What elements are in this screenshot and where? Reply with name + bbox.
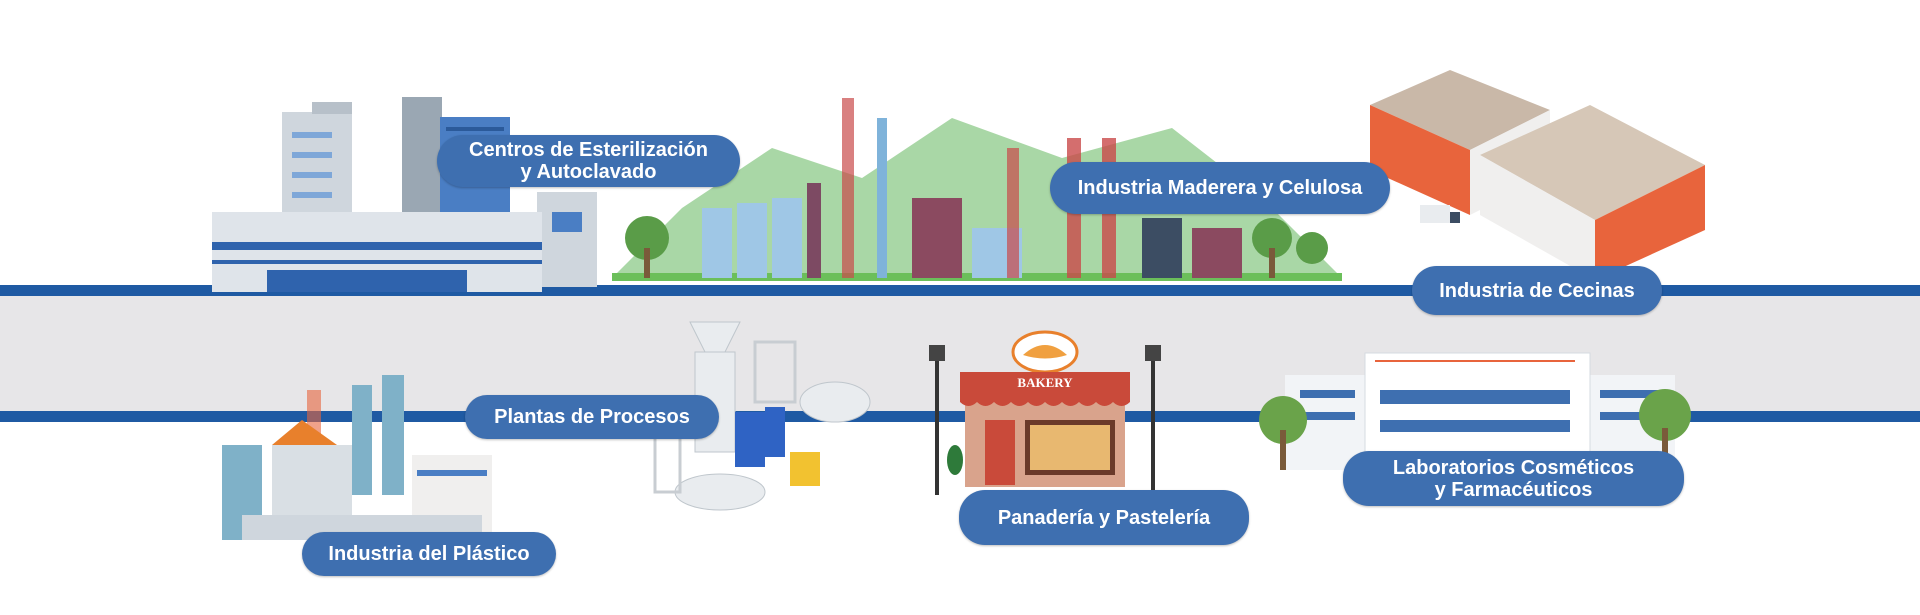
pill-panaderia[interactable]: Panadería y Pastelería [959,490,1249,545]
pill-laboratorios-line1: Laboratorios Cosméticos [1392,456,1635,479]
cecinas-factory-illustration [1370,70,1705,280]
pill-esterilizacion-line2: y Autoclavado [520,161,657,183]
bakery-illustration: BAKERY [929,330,1161,495]
pill-cecinas-label: Industria de Cecinas [1439,279,1635,302]
pill-procesos[interactable]: Plantas de Procesos [465,395,719,439]
lower-blue-rail [0,411,1920,422]
pill-procesos-label: Plantas de Procesos [494,406,690,428]
pill-plastico-label: Industria del Plástico [328,543,530,565]
pill-cecinas[interactable]: Industria de Cecinas [1412,266,1662,315]
sterilization-building-illustration [212,97,597,292]
pill-plastico[interactable]: Industria del Plástico [302,532,556,576]
pill-maderera[interactable]: Industria Maderera y Celulosa [1050,162,1390,214]
pill-esterilizacion-line1: Centros de Esterilización [469,139,708,161]
laboratory-illustration [1259,352,1691,471]
bakery-sign-text: BAKERY [1017,375,1073,390]
upper-blue-rail [0,285,1920,296]
plastic-industry-illustration [222,375,492,540]
pill-maderera-label: Industria Maderera y Celulosa [1077,177,1363,199]
pill-panaderia-label: Panadería y Pastelería [997,506,1211,529]
pill-laboratorios-line2: y Farmacéuticos [1434,478,1593,501]
